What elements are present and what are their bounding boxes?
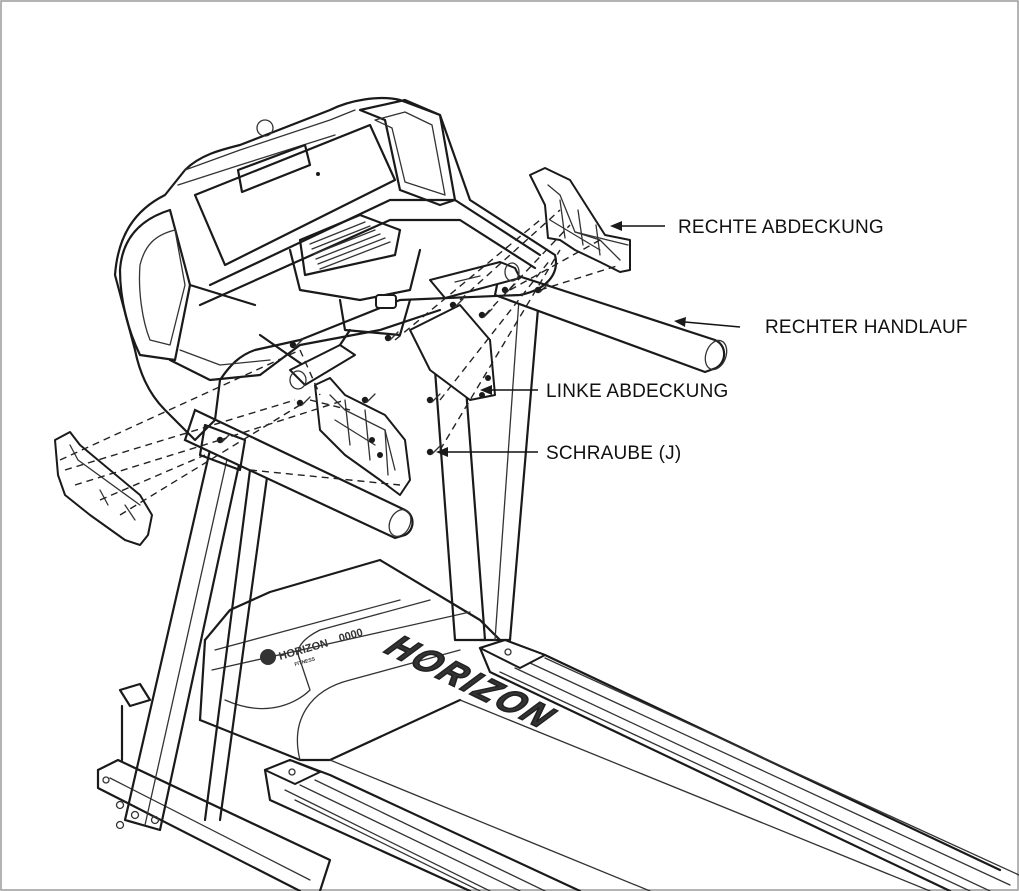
screw-icon [449,298,464,309]
callout-screw: SCHRAUBE (J) [436,443,681,464]
deck-logo: HORIZON [377,629,565,736]
screw-icon [478,308,493,319]
label-left-cover: LINKE ABDECKUNG [546,381,729,402]
treadmill-base [96,558,1019,891]
left-end-cap-part [54,431,153,546]
console [113,96,558,472]
speaker-grille [309,221,391,270]
callout-right-cover: RECHTE ABDECKUNG [610,217,884,238]
left-handrail [183,408,414,540]
screw-icon [534,283,549,294]
label-screw: SCHRAUBE (J) [546,443,681,464]
assembly-guide-lines [59,209,621,516]
screw-icon [384,331,399,342]
screw-icon [361,393,376,404]
screw-icon [289,338,304,349]
callout-left-cover: LINKE ABDECKUNG [480,381,729,402]
screw-icon [426,445,441,456]
callout-right-handrail: RECHTER HANDLAUF [674,317,968,338]
horizon-logo-icon [260,649,276,665]
hood-model: 0000 [338,627,365,645]
screw-icon [426,393,441,404]
hood-sub: FITNESS [294,656,317,668]
hood-branding: HORIZON 0000 FITNESS [260,627,364,668]
right-handrail [493,268,728,374]
label-right-cover: RECHTE ABDECKUNG [678,217,884,238]
label-right-handrail: RECHTER HANDLAUF [765,317,968,338]
right-cover-part [529,167,631,273]
screw-icon [296,396,311,407]
